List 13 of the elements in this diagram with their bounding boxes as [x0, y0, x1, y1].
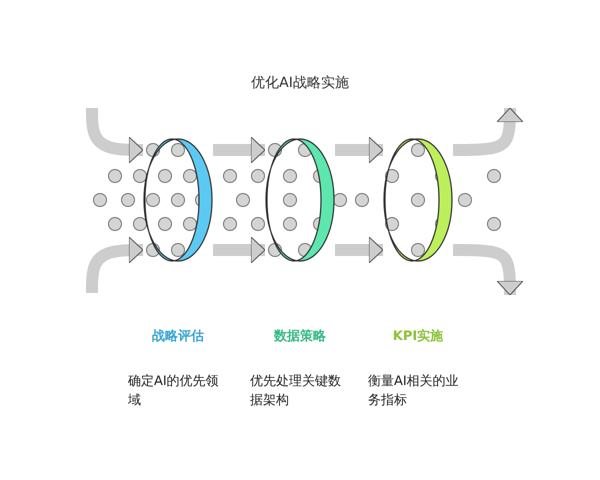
arrow	[335, 136, 384, 164]
arrow	[335, 236, 384, 264]
arrow	[213, 136, 266, 164]
arrow	[86, 107, 144, 164]
stage-description: 衡量AI相关的业务指标	[368, 373, 460, 410]
diagram-title: 优化AI战略实施	[250, 74, 350, 92]
stage-description: 确定AI的优先领域	[128, 373, 220, 410]
stage-heading: 数据策略	[272, 328, 327, 345]
arrow	[213, 236, 266, 264]
stage-heading: 战略评估	[151, 328, 205, 345]
arrow	[86, 236, 144, 294]
stage-heading: KPI实施	[392, 328, 444, 345]
stage-description: 优先处理关键数据架构	[250, 373, 342, 410]
